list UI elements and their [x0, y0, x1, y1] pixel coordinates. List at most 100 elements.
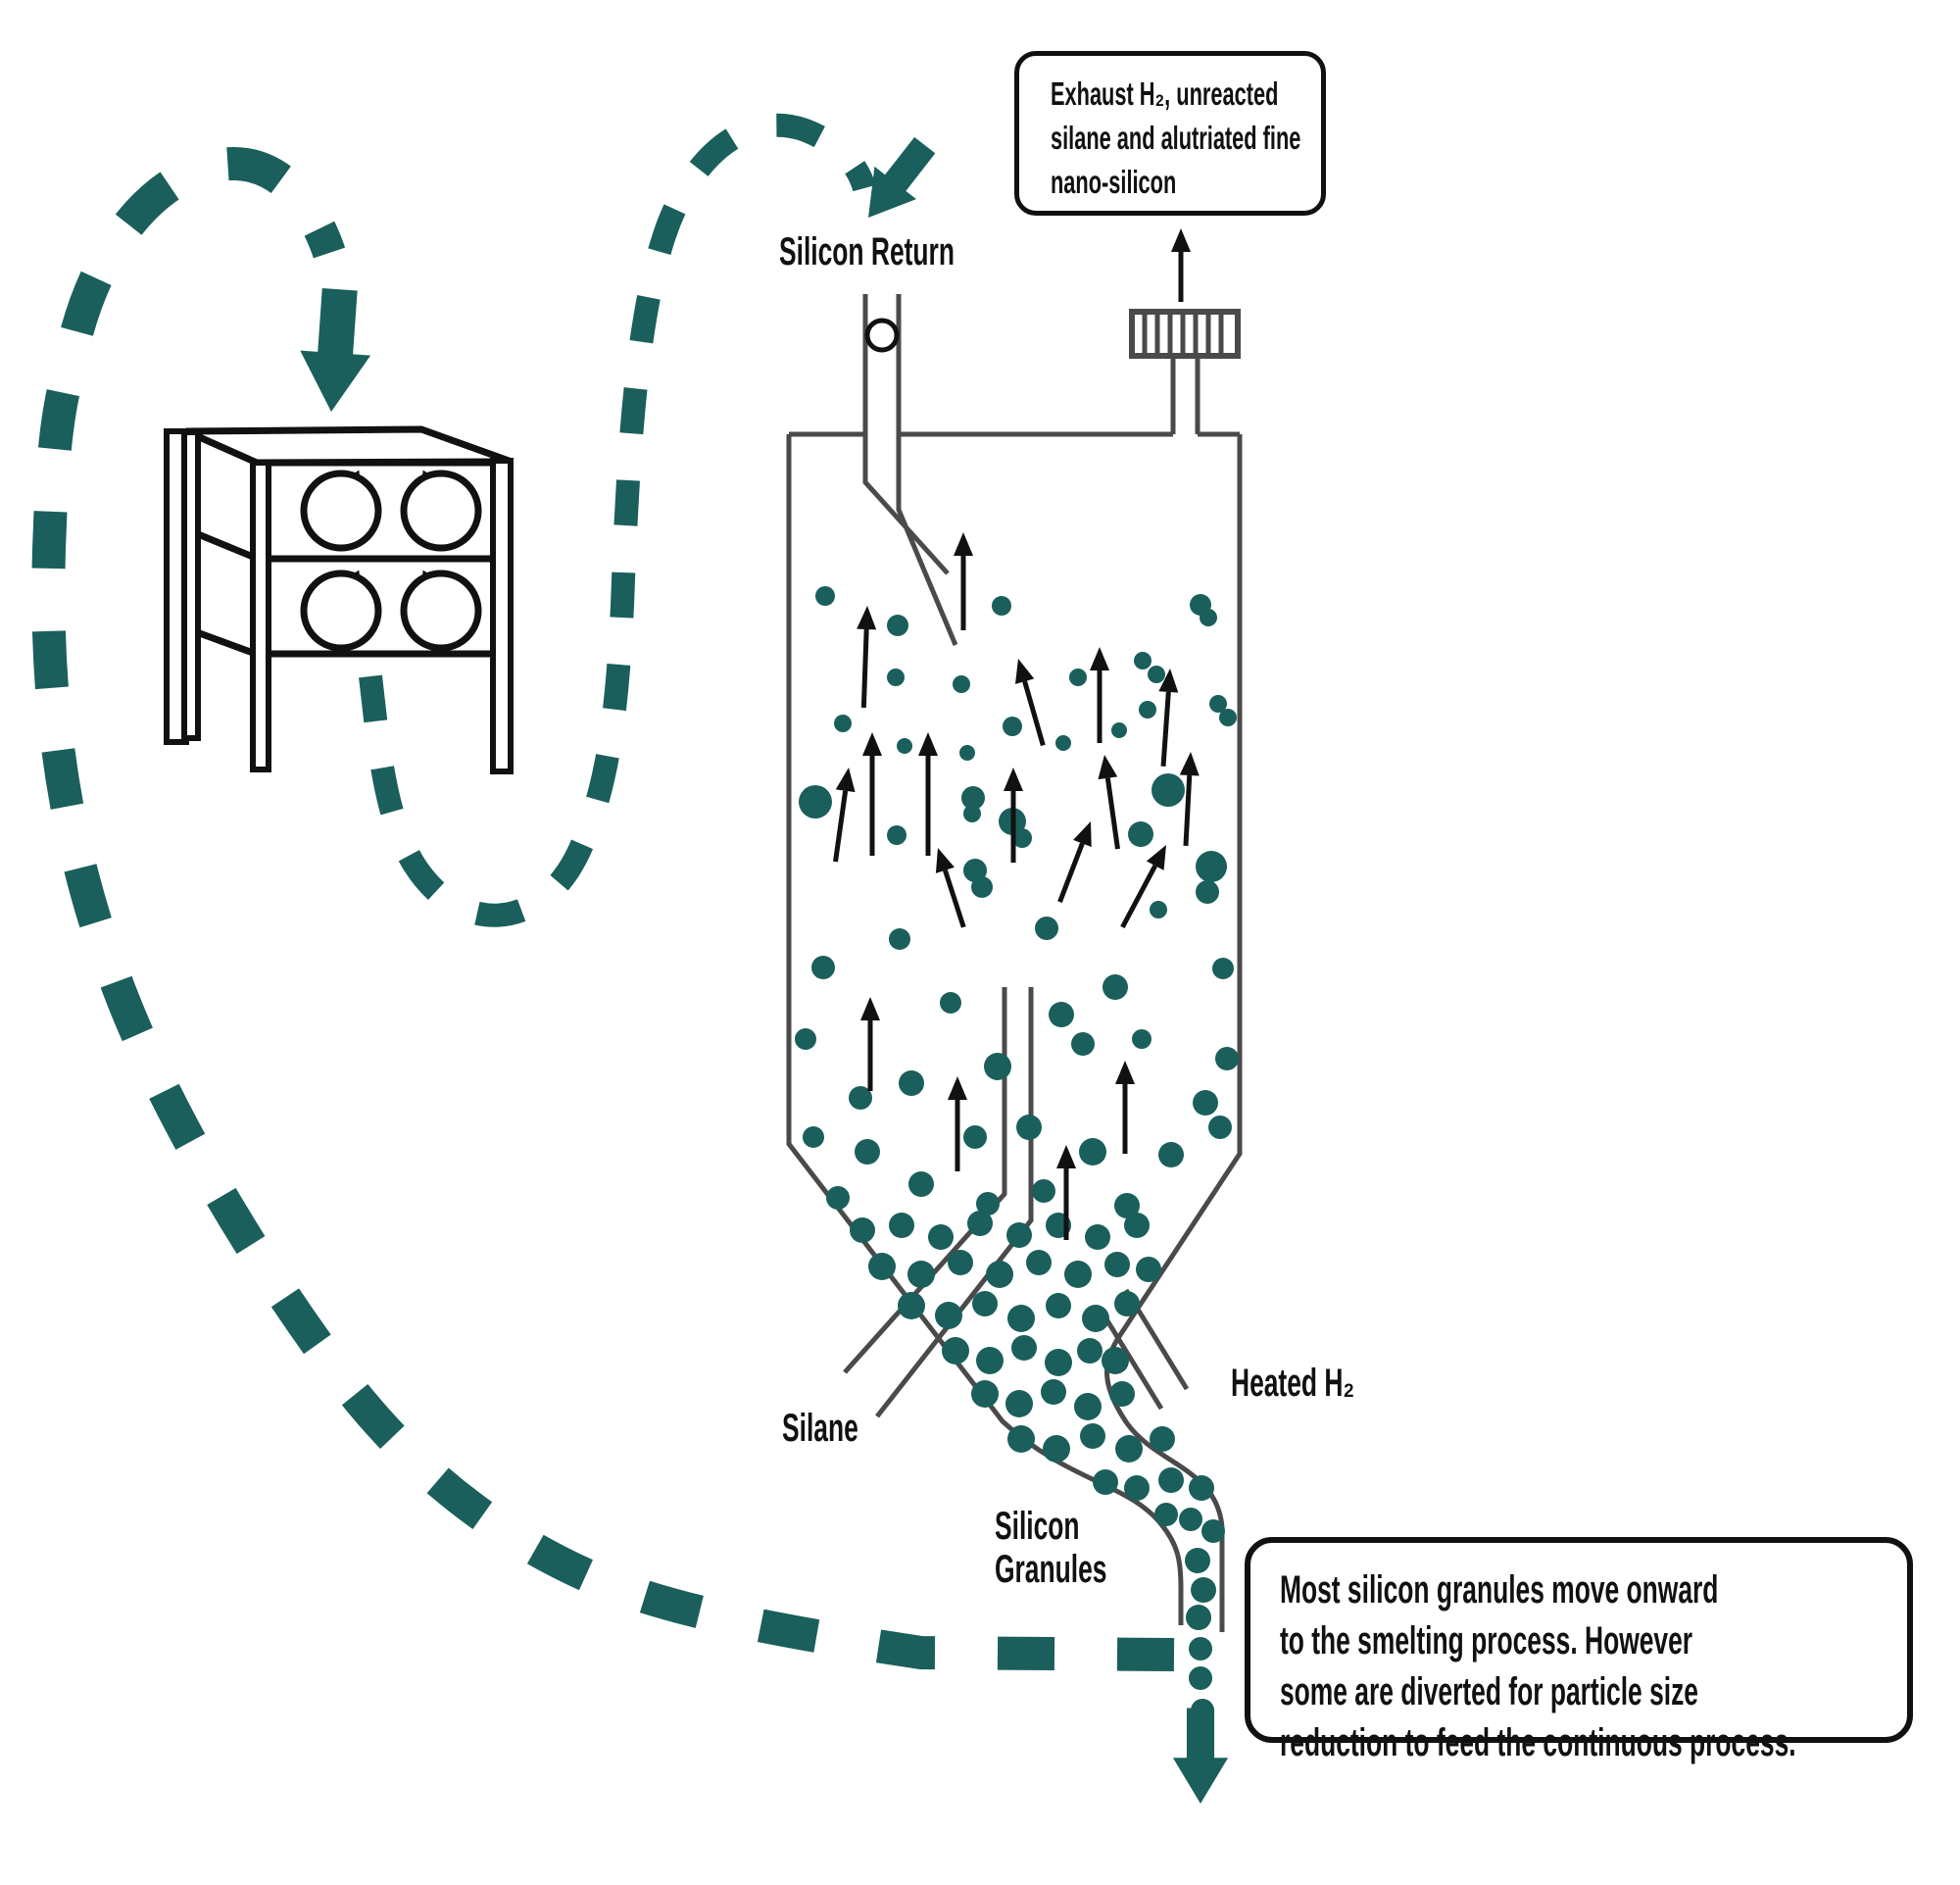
- mill-top-face: [184, 425, 514, 467]
- gas-flow-arrowhead: [948, 1076, 967, 1100]
- gas-flow-arrowhead: [1073, 821, 1092, 847]
- flow-direction-arrow: [300, 288, 371, 412]
- gas-flow-arrow: [1022, 680, 1046, 747]
- silicon-particle: [1179, 1508, 1202, 1531]
- silicon-particle: [1045, 1349, 1072, 1376]
- gas-flow-arrowhead: [1171, 228, 1191, 252]
- gas-flow-arrowhead: [1004, 768, 1023, 791]
- silicon-particle: [1026, 1250, 1052, 1275]
- silicon-particle: [1208, 1116, 1232, 1139]
- silicon-particle: [1114, 1193, 1140, 1218]
- silicon-particle: [1150, 901, 1167, 918]
- silicon-particle: [898, 1292, 925, 1319]
- silicon-particle: [953, 675, 970, 693]
- silicon-particle: [1016, 1115, 1042, 1140]
- silicon-particle: [1191, 1577, 1216, 1603]
- silicon-particle: [803, 1126, 824, 1148]
- silicon-particle: [826, 1186, 850, 1210]
- gas-flow-arrow: [1160, 691, 1171, 767]
- silicon-particle: [986, 1261, 1013, 1288]
- silicon-particle: [1189, 1666, 1212, 1690]
- silicon-particle: [1193, 1090, 1218, 1116]
- silicon-particle: [1077, 1338, 1102, 1364]
- mill-frame-post: [181, 429, 201, 741]
- silicon-particle: [1005, 1390, 1033, 1417]
- silicon-particle: [1055, 735, 1071, 751]
- flow-direction-arrow: [868, 136, 936, 218]
- silicon-particle: [1136, 1257, 1161, 1282]
- gas-flow-arrowhead: [1115, 1061, 1135, 1084]
- silicon-particle: [1152, 773, 1185, 807]
- silicon-particle: [959, 745, 975, 761]
- gas-flow-arrow: [1057, 842, 1085, 904]
- silicon-particle: [963, 1125, 987, 1149]
- silicon-particle: [992, 596, 1011, 616]
- silicon-particle: [897, 738, 912, 754]
- silicon-particle: [1124, 1213, 1150, 1238]
- gas-flow-arrowhead: [1090, 647, 1109, 670]
- silicon-particle: [935, 1302, 962, 1329]
- silicon-particle: [1201, 1519, 1225, 1543]
- silicon-return-pipe: [862, 294, 958, 646]
- exhaust-note-box: Exhaust H₂, unreacted silane and alutria…: [1014, 51, 1326, 216]
- silicon-particle: [815, 586, 835, 606]
- silicon-particle: [1046, 1293, 1071, 1318]
- gas-flow-arrowhead: [860, 997, 880, 1020]
- silicon-particle: [868, 1253, 896, 1280]
- exhaust-note-line1: Exhaust H₂, unreacted: [1051, 75, 1279, 112]
- silicon-granules-line1: Silicon: [995, 1505, 1080, 1548]
- exhaust-filter-pipe: [1170, 356, 1200, 434]
- mill-roller: [400, 470, 482, 552]
- silicon-particle: [972, 1291, 998, 1316]
- silicon-particle: [963, 805, 981, 822]
- silicon-particle: [1080, 1423, 1105, 1449]
- silicon-particle: [1032, 1179, 1055, 1203]
- silicon-particle: [1124, 1475, 1150, 1501]
- silicon-particle: [908, 1171, 934, 1197]
- gas-flow-arrowhead: [1146, 845, 1166, 870]
- gas-flow-arrow: [860, 628, 869, 709]
- silicon-particle: [942, 1337, 969, 1364]
- silicon-particle: [1148, 666, 1165, 683]
- silicon-particle: [1132, 1029, 1152, 1049]
- gas-flow-arrow: [943, 869, 966, 928]
- heated-h2-label: Heated H₂: [1231, 1362, 1355, 1405]
- silicon-particle: [1189, 1637, 1212, 1661]
- silicon-particle: [850, 1217, 875, 1243]
- silicon-particle: [1043, 1435, 1070, 1463]
- silicon-particle: [1219, 709, 1237, 726]
- recycle-loop-dashed: [31, 147, 1175, 1671]
- silicon-particle: [887, 615, 908, 636]
- silicon-particle: [907, 1261, 935, 1288]
- silicon-particle: [1109, 1381, 1135, 1407]
- silicon-particle: [1128, 821, 1153, 847]
- silicon-particle: [889, 1213, 914, 1238]
- gas-flow-arrowhead: [1098, 755, 1118, 780]
- silicon-particle: [1102, 974, 1128, 1000]
- silicon-particle: [1079, 1138, 1106, 1166]
- silicon-particle: [1186, 1605, 1211, 1630]
- silicon-particle: [1114, 1291, 1140, 1316]
- mill-roller: [300, 470, 382, 552]
- silicon-particle: [1041, 1379, 1066, 1405]
- silicon-return-label: Silicon Return: [779, 230, 955, 273]
- silicon-particle: [887, 669, 905, 686]
- gas-flow-arrowhead: [918, 732, 938, 756]
- flow-direction-arrow: [1172, 1708, 1229, 1804]
- silicon-particle: [799, 785, 832, 818]
- silicon-particle: [1082, 1305, 1109, 1332]
- gas-flow-arrowhead: [935, 848, 955, 873]
- gas-flow-arrowhead: [1015, 659, 1035, 684]
- silicon-particle: [849, 1086, 872, 1110]
- silicon-particle: [811, 956, 835, 979]
- silicon-particle: [1049, 1002, 1074, 1027]
- silicon-particle: [1071, 1032, 1095, 1056]
- gas-flow-arrowhead: [857, 606, 877, 630]
- smelting-note-line1: Most silicon granules move onward: [1280, 1568, 1719, 1612]
- silicon-particle: [1064, 1261, 1092, 1288]
- silicon-particle: [1154, 1503, 1178, 1526]
- silicon-particle: [795, 1028, 816, 1050]
- gas-flow-arrowhead: [1056, 1145, 1076, 1168]
